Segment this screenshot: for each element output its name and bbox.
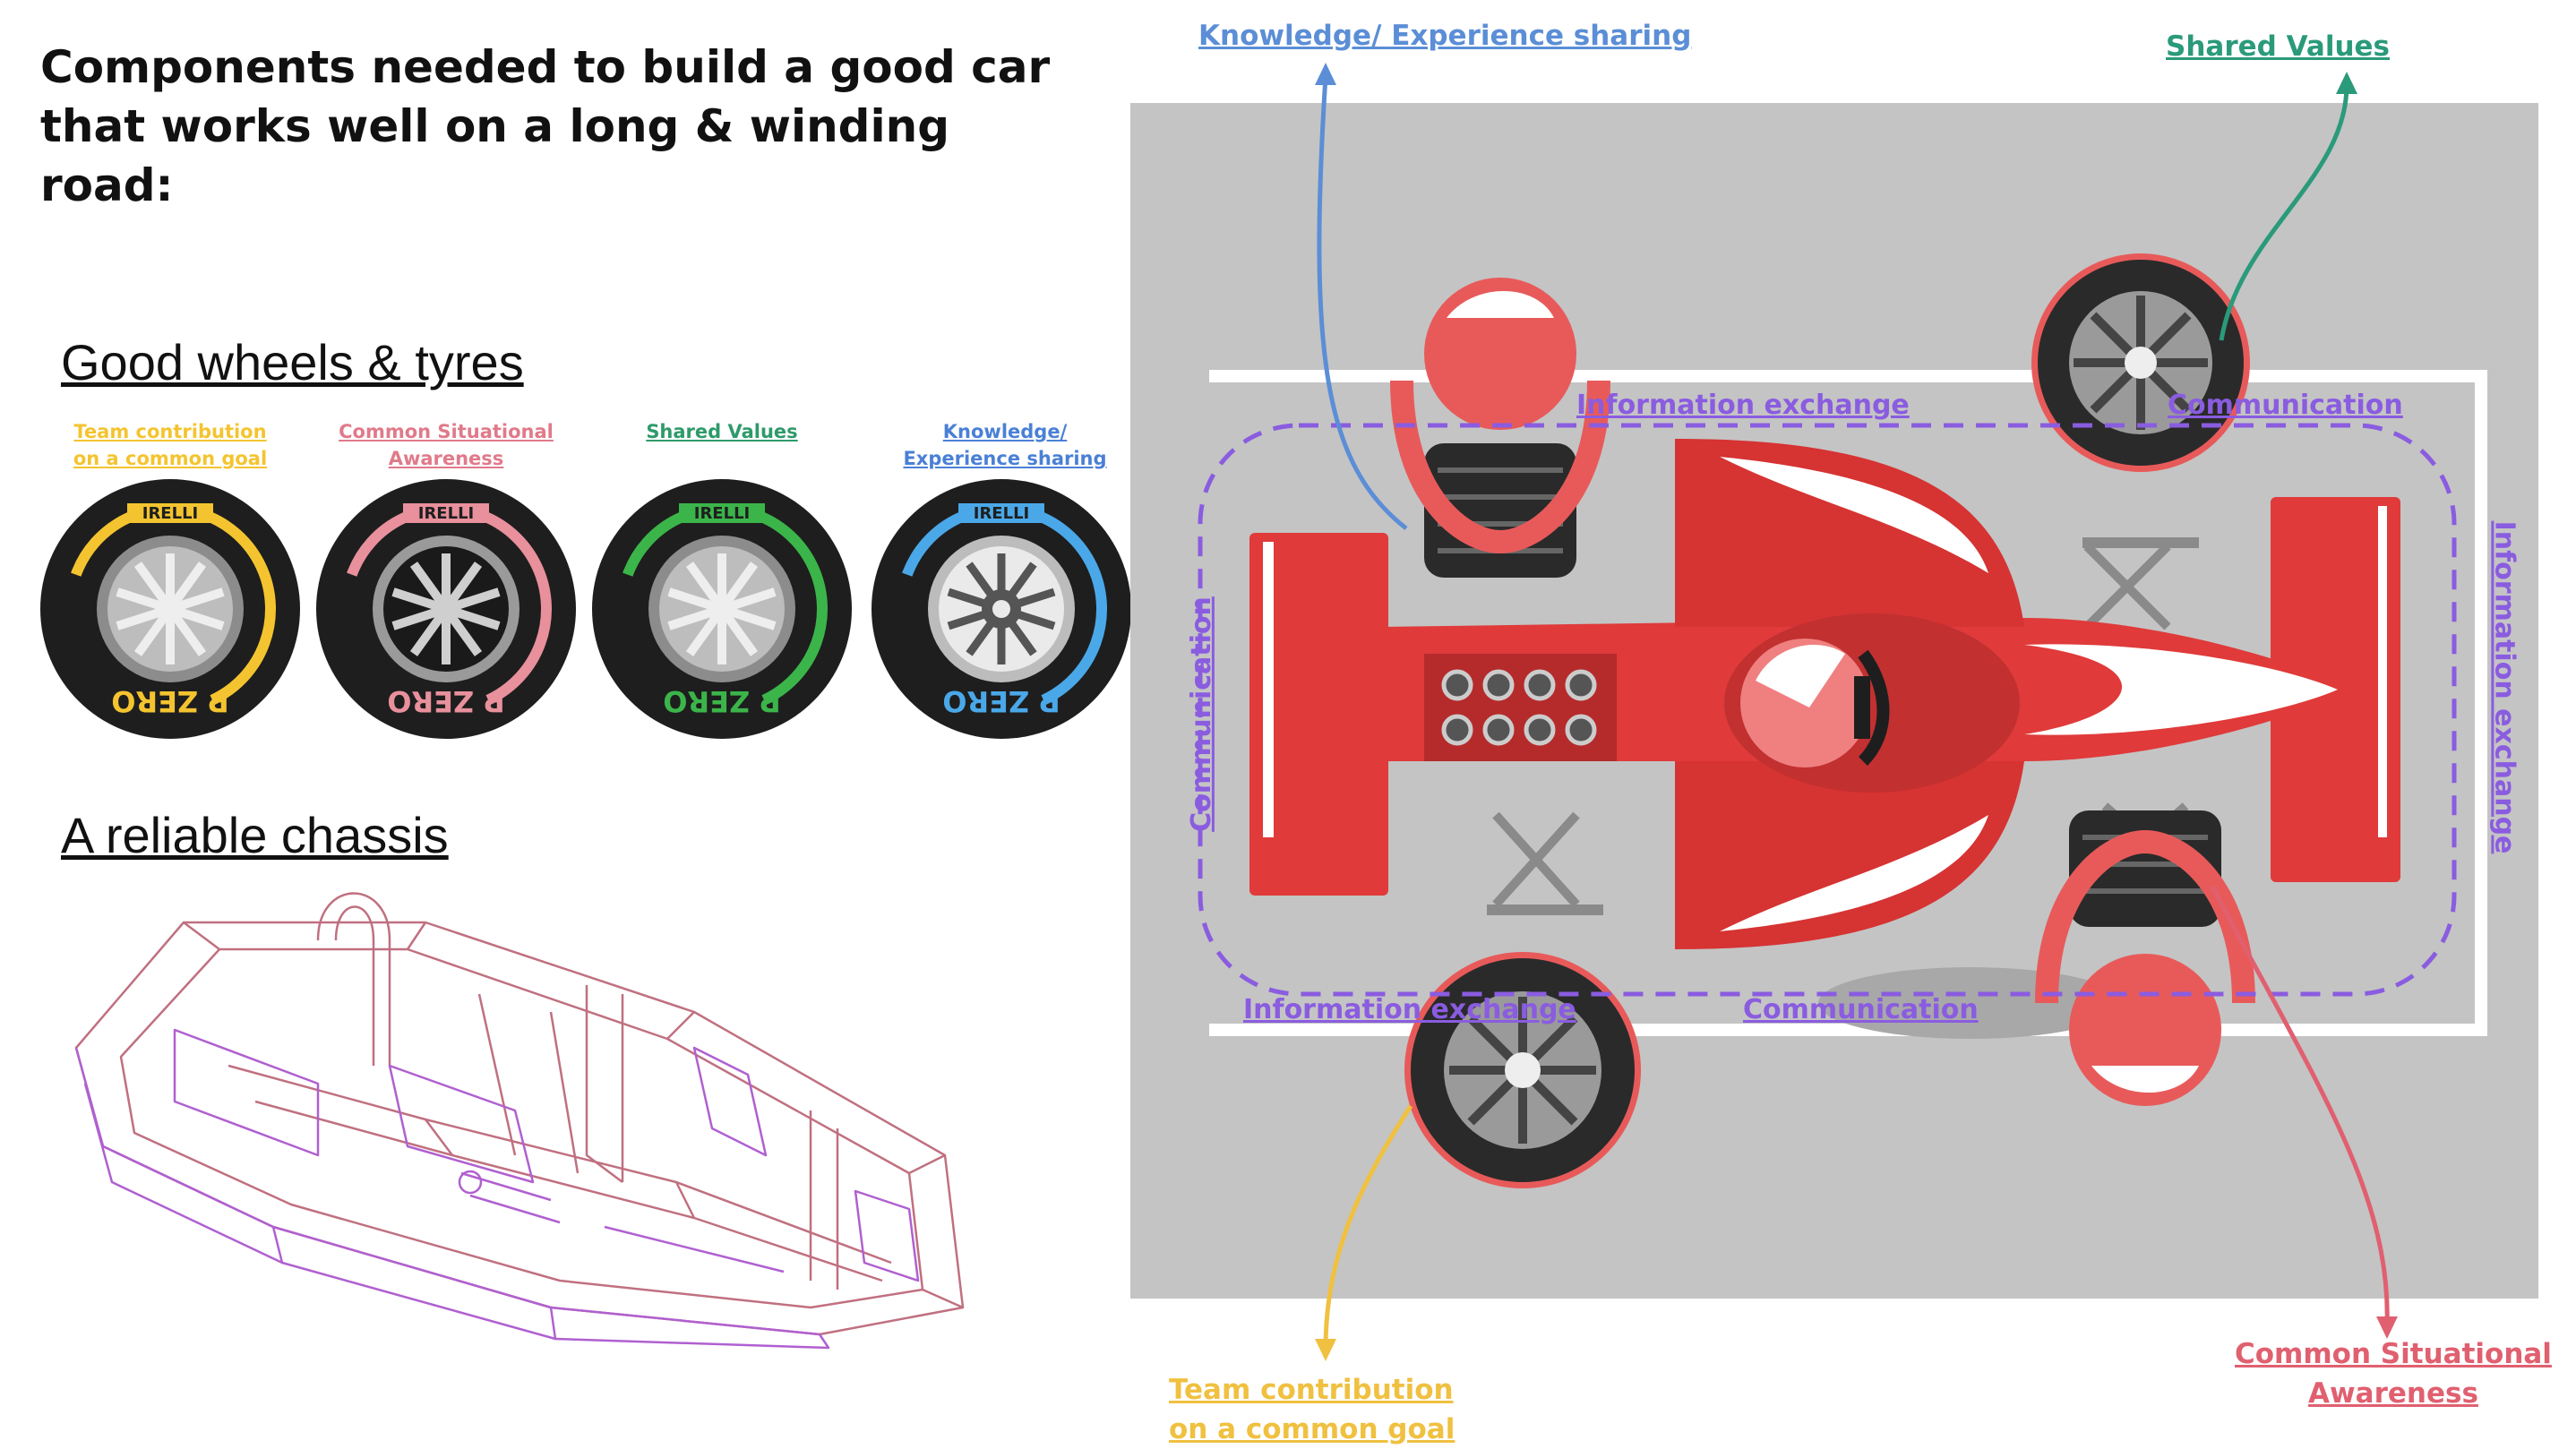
label-shared-values: Shared Values <box>2166 30 2390 63</box>
tyres-row: IRELLI P ZERO IRELLI P ZERO IRELLI P ZER… <box>40 479 1131 739</box>
race-car <box>1249 439 2400 949</box>
wheels-section-title: Good wheels & tyres <box>61 334 524 390</box>
svg-text:P ZERO: P ZERO <box>111 684 229 718</box>
svg-text:IRELLI: IRELLI <box>694 504 751 523</box>
label-knowledge: Knowledge/ Experience sharing <box>1198 20 1692 52</box>
svg-text:P ZERO: P ZERO <box>663 684 781 718</box>
car-tyre-stacks <box>1424 443 2221 927</box>
svg-text:P ZERO: P ZERO <box>387 684 505 718</box>
tyre-label-knowledge: Knowledge/ Experience sharing <box>903 421 1107 469</box>
tyre-green: IRELLI P ZERO <box>592 479 852 739</box>
communication-loop <box>1198 423 2457 997</box>
team-car-diagram <box>1130 63 2538 1361</box>
car-wheels <box>1404 253 2250 1188</box>
label-comm-bottom: Communication <box>1743 994 1979 1025</box>
label-team: Team contribution on a common goal <box>1169 1374 1455 1445</box>
chassis-section-title: A reliable chassis <box>61 807 449 863</box>
tyre-label-team: Team contribution on a common goal <box>73 421 268 469</box>
tyre-label-csa: Common Situational Awareness <box>339 421 554 469</box>
title-line-2: that works well on a long & winding road… <box>40 100 949 211</box>
title-line-1: Components needed to build a good car <box>40 41 1051 93</box>
arrow-team <box>1323 1104 1413 1349</box>
label-info-bottom: Information exchange <box>1243 994 1576 1025</box>
tyre-pink: IRELLI P ZERO <box>316 479 576 739</box>
svg-text:P ZERO: P ZERO <box>942 684 1060 718</box>
arrow-csa <box>2210 885 2390 1326</box>
arrow-knowledge <box>1317 75 1408 530</box>
page-title: Components needed to build a good car th… <box>40 38 1079 215</box>
label-info-right: Information exchange <box>2488 520 2520 854</box>
chassis-drawing <box>74 892 965 1350</box>
arrow-shared-values <box>2219 84 2349 341</box>
svg-text:IRELLI: IRELLI <box>974 504 1030 523</box>
tyre-yellow: IRELLI P ZERO <box>40 479 300 739</box>
svg-text:IRELLI: IRELLI <box>142 504 199 523</box>
tyre-label-shared-values: Shared Values <box>646 421 798 442</box>
svg-text:IRELLI: IRELLI <box>418 504 475 523</box>
label-info-top: Information exchange <box>1576 390 1910 421</box>
label-comm-left: Communication <box>1185 596 1217 832</box>
label-csa: Common Situational Awareness <box>2235 1338 2552 1410</box>
label-comm-top: Communication <box>2168 390 2403 421</box>
connector-arrows <box>1317 75 2390 1349</box>
pit-lines <box>1209 370 2487 1036</box>
tyre-blue: IRELLI P ZERO <box>872 479 1131 739</box>
